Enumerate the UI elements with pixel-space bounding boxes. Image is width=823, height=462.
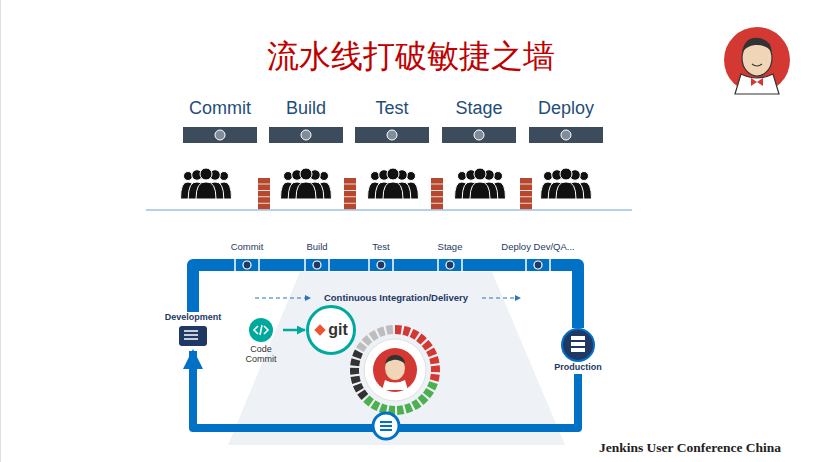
git-logo [314, 324, 326, 336]
development-node: Development [162, 312, 225, 349]
pipe-label: Commit [231, 242, 264, 253]
people-icon [281, 168, 332, 199]
jenkins-logo [724, 27, 790, 94]
stage-label: Commit [189, 98, 251, 119]
team-icons [181, 168, 592, 199]
stage-label: Deploy [538, 98, 594, 119]
people-icon [368, 168, 419, 199]
hex-background [228, 272, 565, 445]
code-icon [249, 318, 273, 342]
pipe-segment [269, 127, 343, 143]
monitor-icon [178, 325, 208, 349]
pipe-segment [529, 127, 603, 143]
people-icon [541, 168, 592, 199]
list-icon [373, 413, 399, 439]
server-icon [561, 328, 595, 362]
slide-edge [0, 0, 1, 462]
footer-text: Jenkins User Conference China [599, 440, 781, 456]
node-text: git [328, 321, 348, 339]
stage-label: Build [286, 98, 326, 119]
pipe-valve [301, 130, 311, 140]
flow-label: Continuous Integration/Delivery [324, 293, 468, 304]
pipe-valve [215, 130, 225, 140]
pipeline-pipe [193, 265, 578, 328]
pipe-segment [355, 127, 429, 143]
git-circle: git [306, 305, 356, 355]
people-icon [455, 168, 506, 199]
stage-label: Test [375, 98, 408, 119]
pipe-segments [183, 127, 603, 143]
stage-label: Stage [455, 98, 502, 119]
code-commit-node: Code Commit [240, 318, 282, 364]
pipe-segment [183, 127, 257, 143]
node-text: Code Commit [241, 344, 281, 364]
brick-wall [520, 178, 532, 209]
jenkins-ring [350, 325, 440, 415]
brick-wall [344, 178, 356, 209]
brick-walls [258, 178, 532, 209]
slide-title: 流水线打破敏捷之墙 [267, 38, 555, 75]
pipe-valve [387, 130, 397, 140]
pipe-label: Test [372, 242, 389, 253]
commit-arrow [283, 329, 305, 332]
pipe-joints [235, 259, 550, 271]
pipe-label: Stage [438, 242, 463, 253]
node-text: Production [551, 362, 605, 372]
pipe-valve [561, 130, 571, 140]
pipe-label: Deploy Dev/QA... [501, 242, 574, 253]
pipe-valve [474, 130, 484, 140]
people-icon [181, 168, 232, 199]
brick-wall [431, 178, 443, 209]
production-node: Production [551, 328, 605, 372]
pipe-label: Build [306, 242, 327, 253]
brick-wall [258, 178, 270, 209]
divider-line [146, 209, 632, 211]
node-text: Development [162, 312, 225, 322]
pipe-segment [442, 127, 516, 143]
